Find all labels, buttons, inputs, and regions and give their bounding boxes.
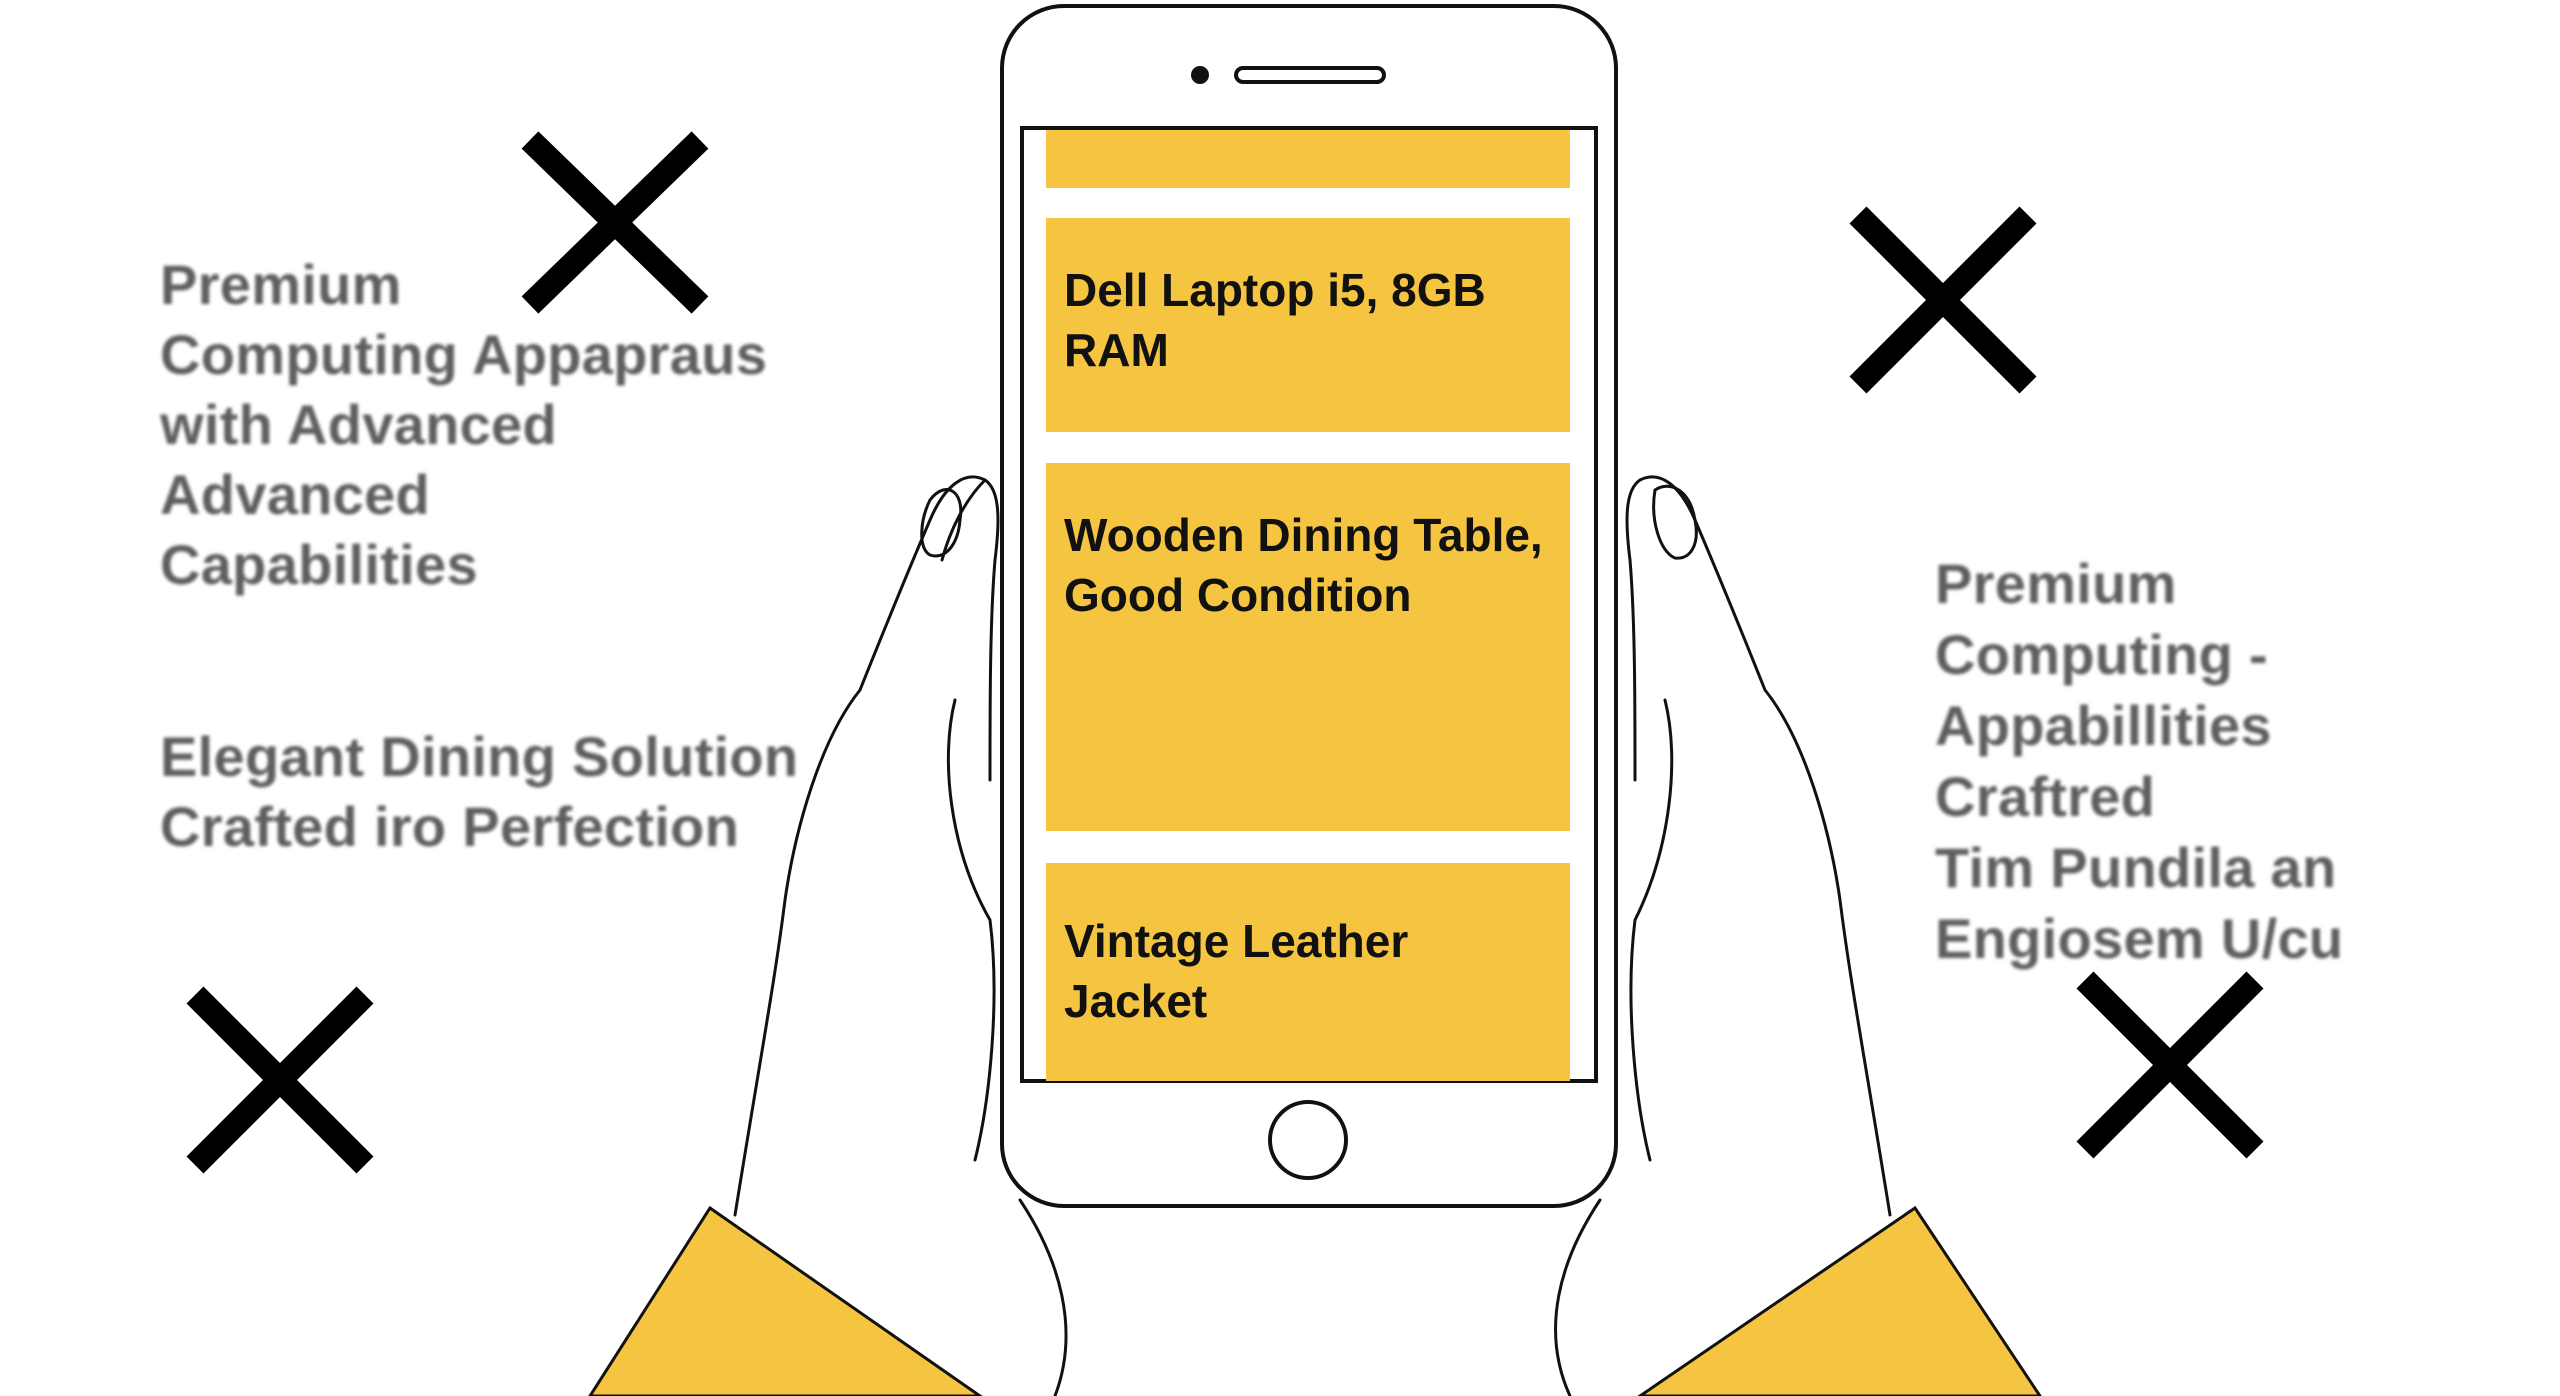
right-caption-computing: Premium Computing - Appabillities Craftr…	[1935, 548, 2343, 974]
left-hand-outline	[733, 475, 1000, 1217]
caption-line: with Advanced	[160, 393, 557, 456]
left-thumb-nail	[920, 488, 963, 558]
right-thumb-nail	[1652, 484, 1698, 560]
caption-line: Engiosem U/cu	[1935, 907, 2344, 970]
left-palm	[1018, 1198, 1068, 1396]
phone-home-button	[1268, 1100, 1348, 1180]
caption-line: Tim Pundila an	[1935, 836, 2337, 899]
caption-line: Premium	[1935, 552, 2177, 615]
right-hand-lower	[1629, 698, 1674, 1162]
listing-card-partial[interactable]	[1046, 130, 1570, 188]
caption-line: Craftred	[1935, 765, 2156, 828]
left-sleeve	[588, 1205, 983, 1396]
phone-speaker	[1234, 66, 1386, 84]
right-palm	[1554, 1198, 1602, 1396]
left-hand-lower	[946, 698, 996, 1162]
listing-title: Wooden Dining Table, Good Condition	[1064, 509, 1543, 621]
listing-card[interactable]: Dell Laptop i5, 8GB RAM	[1046, 218, 1570, 432]
cross-mark-icon	[2076, 971, 2264, 1159]
left-caption-dining: Elegant Dining Solution Crafted iro Perf…	[160, 722, 798, 862]
left-hand-finger-1	[940, 478, 987, 562]
caption-line: Appabillities	[1935, 694, 2272, 757]
cross-mark-icon	[186, 986, 374, 1174]
caption-line: Advanced	[160, 463, 431, 526]
listing-card[interactable]: Wooden Dining Table, Good Condition	[1046, 463, 1570, 831]
caption-line: Crafted iro Perfection	[160, 795, 740, 858]
cross-mark-icon	[521, 131, 709, 314]
caption-line: Computing -	[1935, 623, 2268, 686]
cross-mark-icon	[1849, 206, 2037, 394]
caption-line: Capabilities	[160, 533, 478, 596]
listing-title: Vintage Leather Jacket	[1064, 915, 1409, 1027]
left-caption-computing: Premium Computing Appapraus with Advance…	[160, 250, 767, 600]
caption-line: Computing Appapraus	[160, 323, 768, 386]
right-hand-outline	[1625, 475, 1892, 1217]
phone-camera	[1191, 66, 1209, 84]
listing-title: Dell Laptop i5, 8GB RAM	[1064, 264, 1486, 376]
right-sleeve	[1637, 1205, 2042, 1396]
caption-line: Elegant Dining Solution	[160, 725, 799, 788]
listing-card[interactable]: Vintage Leather Jacket	[1046, 863, 1570, 1081]
caption-line: Premium	[160, 253, 402, 316]
